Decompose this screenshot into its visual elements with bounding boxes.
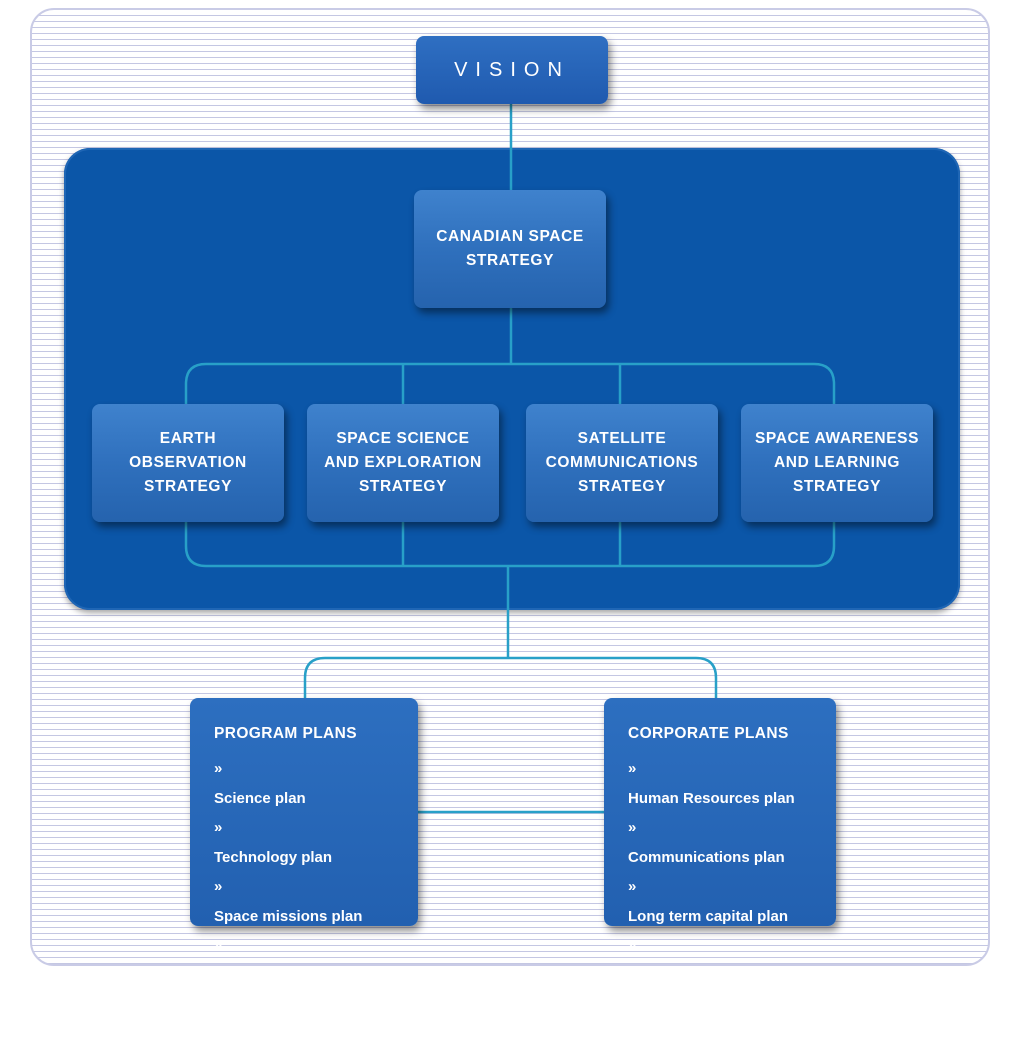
strategy-2-line-3: STRATEGY <box>358 478 448 495</box>
bullet-chevron-icon: » <box>628 996 637 1013</box>
corporate-plans-title: CORPORATE PLANS <box>628 725 789 742</box>
strategy-3-line-1: SATELLITE <box>577 430 667 447</box>
strategy-2-line-2: AND EXPLORATION <box>324 454 482 471</box>
bullet-chevron-icon: » <box>214 878 223 895</box>
strategy-4-line-2: AND LEARNING <box>773 454 901 471</box>
vision-box: VISION <box>416 36 608 104</box>
strategy-1-line-2: OBSERVATION <box>129 454 247 471</box>
strategy-3-line-2: COMMUNICATIONS <box>545 454 699 471</box>
bullet-chevron-icon: » <box>214 819 223 836</box>
list-item: »Communications plan <box>628 813 836 872</box>
strategy-1-line-3: STRATEGY <box>143 478 233 495</box>
strategy-1-line-1: EARTH <box>159 430 217 447</box>
bottom-bracket <box>184 522 836 568</box>
earth-observation-strategy-box: EARTH OBSERVATION STRATEGY <box>92 404 284 522</box>
satellite-communications-strategy-box: SATELLITE COMMUNICATIONS STRATEGY <box>526 404 718 522</box>
canadian-space-strategy-box: CANADIAN SPACE STRATEGY <box>414 190 606 308</box>
strategy-3-line-3: STRATEGY <box>577 478 667 495</box>
bullet-chevron-icon: » <box>214 760 223 777</box>
top-bracket <box>184 362 836 404</box>
list-item: »Industry strategy plan <box>214 931 418 990</box>
corporate-plans-box: CORPORATE PLANS »Human Resources plan »C… <box>604 698 836 1043</box>
bullet-chevron-icon: » <box>628 760 637 777</box>
space-science-exploration-strategy-box: SPACE SCIENCE AND EXPLORATION STRATEGY <box>307 404 499 522</box>
css-line-2: STRATEGY <box>465 252 555 269</box>
vision-label: VISION <box>454 59 570 81</box>
strategy-2-line-1: SPACE SCIENCE <box>336 430 470 447</box>
program-plans-title: PROGRAM PLANS <box>214 725 357 742</box>
strategy-4-line-1: SPACE AWARENESS <box>754 430 920 447</box>
list-item: »Other corporate plans <box>628 990 836 1049</box>
bullet-chevron-icon: » <box>628 878 637 895</box>
strategy-4-line-3: STRATEGY <box>792 478 882 495</box>
list-item: »Science plan <box>214 754 418 813</box>
bullet-chevron-icon: » <box>214 996 223 1013</box>
list-item: »Space missions plan <box>214 872 418 931</box>
bullet-chevron-icon: » <box>214 937 223 954</box>
list-item: »Information management <box>628 931 836 990</box>
css-line-1: CANADIAN SPACE <box>436 228 584 245</box>
bullet-chevron-icon: » <box>628 819 637 836</box>
connector-lines <box>184 104 836 814</box>
list-item: »Long term capital plan <box>628 872 836 931</box>
plans-bracket <box>303 656 718 698</box>
list-item: »Technology plan <box>214 813 418 872</box>
list-item: »Other program plans <box>214 990 418 1049</box>
bullet-chevron-icon: » <box>628 937 637 954</box>
program-plans-box: PROGRAM PLANS »Science plan »Technology … <box>190 698 418 1043</box>
space-awareness-learning-strategy-box: SPACE AWARENESS AND LEARNING STRATEGY <box>741 404 933 522</box>
list-item: »Human Resources plan <box>628 754 836 813</box>
